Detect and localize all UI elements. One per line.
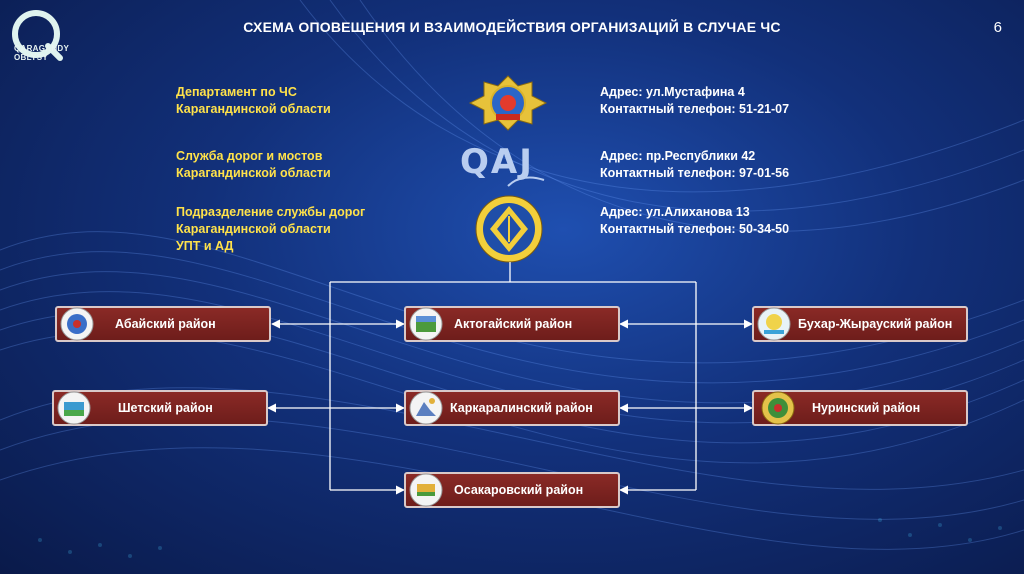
district-aktogay: Актогайский район [404,306,620,342]
org-3-address: Адрес: ул.Алиханова 13 [600,205,750,219]
district-bukhar-zhyrau-label: Бухар-Жырауский район [798,317,953,331]
district-bukhar-zhyrau: Бухар-Жырауский район [752,306,968,342]
karkaraly-district-seal-icon [409,391,443,425]
logo-line-1: QARAGANDY [14,44,70,53]
district-osakarovka-label: Осакаровский район [454,483,584,497]
org-1-phone: Контактный телефон: 51-21-07 [600,102,790,116]
org-1-name-line-2: Карагандинской области [176,102,331,116]
district-karkaraly: Каркаралинский район [404,390,620,426]
org-1-name-line-1: Департамент по ЧС [176,85,297,99]
emergency-department-emblem-icon [468,75,548,131]
aktogay-district-seal-icon [409,307,443,341]
district-abai: Абайский район [55,306,271,342]
org-2-phone: Контактный телефон: 97-01-56 [600,166,790,180]
page-number: 6 [993,19,1002,36]
district-shet: Шетский район [52,390,268,426]
org-2-address: Адрес: пр.Республики 42 [600,149,756,163]
district-abai-label: Абайский район [115,317,216,331]
district-osakarovka: Осакаровский район [404,472,620,508]
org-3-name-line-2: Карагандинской области [176,222,331,236]
district-nura: Нуринский район [752,390,968,426]
org-3-contacts: Адрес: ул.Алиханова 13 Контактный телефо… [600,204,789,238]
district-shet-label: Шетский район [118,401,213,415]
qaj-logo-text: QAJ [460,142,534,182]
org-3-name-line-1: Подразделение службы дорог [176,205,366,219]
district-karkaraly-label: Каркаралинский район [450,401,593,415]
shet-district-seal-icon [57,391,91,425]
org-1-address: Адрес: ул.Мустафина 4 [600,85,745,99]
qaragandy-logo-icon [12,10,63,61]
osakarovka-district-seal-icon [409,473,443,507]
district-nura-label: Нуринский район [812,401,921,415]
logo-text: QARAGANDY OBLYSY [14,44,69,62]
org-1-contacts: Адрес: ул.Мустафина 4 Контактный телефон… [600,84,789,118]
slide-title: СХЕМА ОПОВЕЩЕНИЯ И ВЗАИМОДЕЙСТВИЯ ОРГАНИ… [243,19,781,35]
org-2-name-line-1: Служба дорог и мостов [176,149,323,163]
org-3-name-line-3: УПТ и АД [176,239,234,253]
qaj-swoosh-icon [507,176,545,187]
district-aktogay-label: Актогайский район [454,317,573,331]
org-3-name: Подразделение службы дорог Карагандинско… [176,204,365,255]
nura-district-seal-icon [761,391,795,425]
org-1-name: Департамент по ЧС Карагандинской области [176,84,331,118]
org-2-name: Служба дорог и мостов Карагандинской обл… [176,148,331,182]
org-3-phone: Контактный телефон: 50-34-50 [600,222,790,236]
logo-line-2: OBLYSY [14,53,48,62]
bukhar-zhyrau-district-seal-icon [757,307,791,341]
abai-district-seal-icon [60,307,94,341]
qaj-logo-icon: QAJ [458,140,562,190]
road-service-emblem-icon [475,195,543,263]
org-2-contacts: Адрес: пр.Республики 42 Контактный телеф… [600,148,789,182]
org-2-name-line-2: Карагандинской области [176,166,331,180]
